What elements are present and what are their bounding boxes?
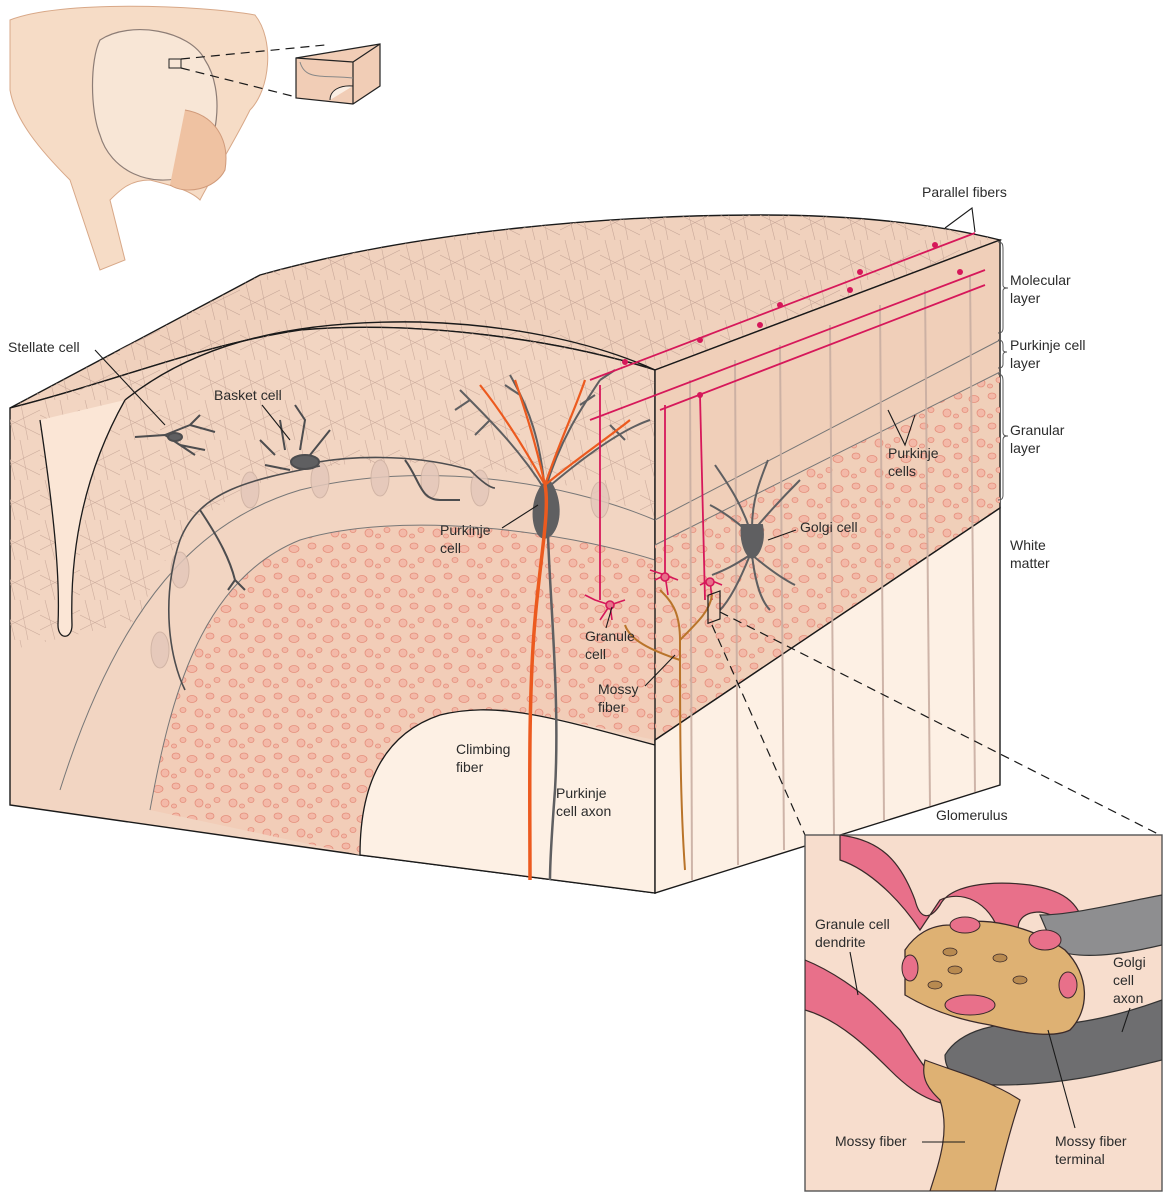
- label-climbing-fiber-2: fiber: [456, 759, 484, 775]
- label-purkinje-layer-1: Purkinje cell: [1010, 337, 1085, 353]
- label-purkinje-cells-2: cells: [888, 463, 916, 479]
- label-white-matter-1: White: [1010, 537, 1046, 553]
- inset-label-golgi-1: Golgi: [1113, 954, 1146, 970]
- label-purkinje-axon-2: cell axon: [556, 803, 611, 819]
- label-mossy-fiber-1: Mossy: [598, 681, 638, 697]
- inset-label-terminal-1: Mossy fiber: [1055, 1133, 1127, 1149]
- inset-label-dendrite-1: Granule cell: [815, 916, 890, 932]
- label-parallel-fibers: Parallel fibers: [922, 184, 1007, 200]
- basket-cell: [168, 404, 496, 691]
- glomerulus-inset: [804, 834, 1163, 1192]
- mini-block: [295, 43, 381, 105]
- label-molecular-layer-1: Molecular: [1010, 272, 1071, 288]
- label-granule-cell-1: Granule: [585, 628, 635, 644]
- label-purkinje-layer-2: layer: [1010, 355, 1041, 371]
- inset-label-terminal-2: terminal: [1055, 1151, 1105, 1167]
- climbing-fiber: [479, 379, 631, 881]
- cortex-block: [9, 214, 1161, 894]
- label-granular-layer-1: Granular: [1010, 422, 1065, 438]
- stellate-cell: [134, 414, 216, 456]
- label-granular-layer-2: layer: [1010, 440, 1041, 456]
- inset-label-mossy-fiber: Mossy fiber: [835, 1133, 907, 1149]
- inset-label-dendrite-2: dendrite: [815, 934, 866, 950]
- white-matter-side: [654, 506, 1001, 894]
- label-golgi-cell: Golgi cell: [800, 519, 858, 535]
- label-purkinje-axon-1: Purkinje: [556, 785, 607, 801]
- label-molecular-layer-2: layer: [1010, 290, 1041, 306]
- layer-brackets: [997, 241, 1009, 501]
- label-purkinje-cell-1: Purkinje: [440, 522, 491, 538]
- brain-overview: [9, 5, 381, 271]
- label-granule-cell-2: cell: [585, 646, 606, 662]
- label-purkinje-cells-1: Purkinje: [888, 445, 939, 461]
- white-matter-front: [359, 709, 656, 894]
- purkinje-cell-axon: [546, 534, 558, 881]
- inset-label-golgi-3: axon: [1113, 990, 1143, 1006]
- label-stellate-cell: Stellate cell: [8, 339, 80, 355]
- sulcus: [39, 399, 126, 637]
- golgi-cell: [709, 459, 801, 611]
- labels: Parallel fibers Molecular layer Purkinje…: [8, 184, 1146, 1167]
- label-basket-cell: Basket cell: [214, 387, 282, 403]
- label-climbing-fiber-1: Climbing: [456, 741, 510, 757]
- label-mossy-fiber-2: fiber: [598, 699, 626, 715]
- inset-label-golgi-2: cell: [1113, 972, 1134, 988]
- label-purkinje-cell-2: cell: [440, 540, 461, 556]
- mossy-fiber: [624, 589, 713, 871]
- label-white-matter-2: matter: [1010, 555, 1050, 571]
- mossy-fiber-inset: [923, 1059, 1021, 1191]
- inset-title: Glomerulus: [936, 807, 1008, 823]
